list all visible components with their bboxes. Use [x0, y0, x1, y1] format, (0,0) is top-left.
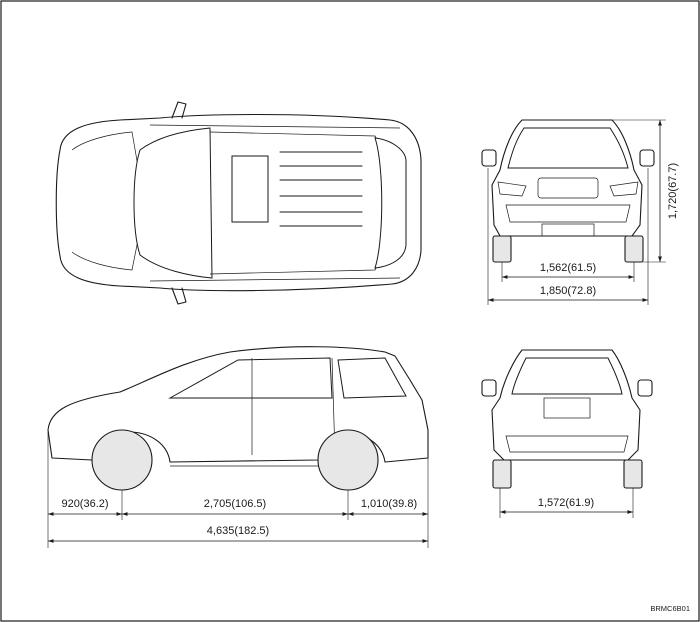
rear-view-mirror-right: [637, 379, 653, 397]
top-view-windshield: [133, 127, 213, 279]
top-view: [55, 101, 422, 305]
overall-width-label: 1,850(72.8): [540, 285, 596, 297]
top-view-mirror-right: [171, 287, 187, 305]
top-view-body-outline: [55, 113, 422, 292]
figure-code: BRMC6B01: [650, 604, 690, 613]
side-view-rear-wheel: [317, 429, 379, 491]
side-view-body-outline: [47, 346, 429, 463]
top-view-rear-window: [374, 137, 407, 269]
rear-view-mirror-left: [481, 379, 497, 397]
top-view-side-line-lower: [149, 277, 401, 282]
front-view: [481, 119, 655, 263]
top-view-mirror-left: [171, 101, 187, 119]
front-view-tire-right: [624, 235, 644, 263]
front-view-mirror-right: [639, 149, 655, 167]
rear-view-tire-left: [492, 459, 512, 489]
rear-view-license-plate: [543, 397, 591, 419]
side-view: [47, 346, 429, 491]
front-view-skid-plate: [541, 223, 595, 237]
top-view-side-line-upper: [149, 124, 401, 129]
rear-view-bumper: [505, 435, 629, 453]
overall-length-label: 4,635(182.5): [207, 525, 269, 537]
overall-width-dimension: [487, 168, 649, 305]
top-view-hood: [71, 131, 141, 271]
front-track-dimension: [501, 262, 635, 282]
rear-view-rear-window: [511, 357, 623, 395]
rear-track-label: 1,572(61.9): [538, 497, 594, 509]
side-view-rear-glass: [337, 357, 407, 399]
front-view-tire-left: [492, 235, 512, 263]
side-view-windows: [168, 357, 333, 399]
overall-height-label: 1,720(67.7): [667, 163, 679, 219]
rear-view: [481, 349, 653, 489]
front-view-bumper: [505, 204, 631, 223]
front-view-headlamp-left: [497, 181, 527, 197]
side-view-front-wheel: [91, 429, 153, 491]
front-view-windshield: [507, 127, 629, 169]
rear-overhang-label: 1,010(39.8): [361, 498, 417, 510]
top-view-roof-rails: [279, 151, 363, 227]
rear-view-tire-right: [623, 459, 643, 489]
wheelbase-label: 2,705(106.5): [204, 498, 266, 510]
front-view-grille: [537, 177, 599, 199]
rear-track-dimension: [499, 488, 634, 518]
front-track-label: 1,562(61.5): [540, 262, 596, 274]
top-view-sunroof: [231, 155, 269, 223]
front-overhang-label: 920(36.2): [61, 498, 108, 510]
front-view-headlamp-right: [609, 181, 639, 197]
overall-height-dimension: [612, 119, 666, 263]
front-view-mirror-left: [481, 149, 497, 167]
